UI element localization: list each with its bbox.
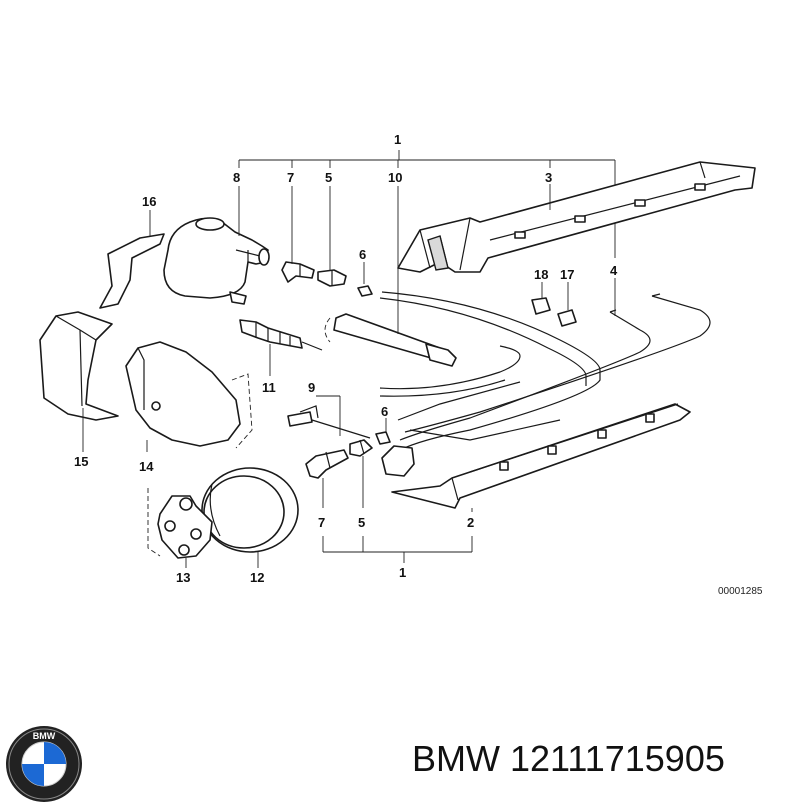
callout-18: 18 (534, 267, 548, 282)
part-number-label: BMW 12111715905 (412, 738, 725, 779)
part-7-bottom-connector (305, 449, 349, 479)
bmw-logo-icon: BMW (6, 726, 82, 802)
part-5-bottom-suppressor (349, 439, 373, 457)
part-13-rotor (157, 495, 213, 559)
part-3-wire-cover (397, 161, 756, 273)
part-18-grommet (531, 297, 551, 315)
callout-1-bottom: 1 (399, 565, 406, 580)
part-11-spark-plug (239, 319, 323, 351)
part-8-distributor-cap (163, 217, 270, 305)
part-17-grommet (557, 309, 577, 327)
part-16-bracket (99, 233, 165, 309)
drawing-code: 00001285 (718, 586, 763, 597)
callout-12: 12 (250, 570, 264, 585)
callout-3: 3 (545, 170, 552, 185)
callout-11: 11 (262, 380, 276, 395)
callout-17: 17 (560, 267, 574, 282)
part-4-ignition-leads (379, 291, 711, 451)
callout-14: 14 (139, 459, 154, 474)
callout-8: 8 (233, 170, 240, 185)
part-6-top-sleeve (357, 285, 373, 297)
callout-1-top: 1 (394, 132, 401, 147)
callout-16: 16 (142, 194, 156, 209)
callout-7-top: 7 (287, 170, 294, 185)
callout-13: 13 (176, 570, 190, 585)
callout-6-top: 6 (359, 247, 366, 262)
part-5-top-suppressor (317, 269, 347, 287)
part-6-bottom-sleeve (375, 431, 391, 445)
callout-2: 2 (467, 515, 474, 530)
callout-7-bottom: 7 (318, 515, 325, 530)
callout-5-top: 5 (325, 170, 332, 185)
callout-4: 4 (610, 263, 618, 278)
part-15-shield (39, 311, 119, 421)
part-2-lower-trough (391, 403, 691, 509)
part-14-housing-cover (125, 341, 241, 447)
part-12-drum (201, 467, 299, 553)
callout-5-bottom: 5 (358, 515, 365, 530)
callout-6-bottom: 6 (381, 404, 388, 419)
callout-15: 15 (74, 454, 88, 469)
part-10-ht-lead (324, 313, 457, 367)
part-7-top-connector (281, 261, 315, 283)
callout-9: 9 (308, 380, 315, 395)
bracket-bottom-1 (322, 536, 473, 563)
callout-10: 10 (388, 170, 402, 185)
logo-lettering: BMW (33, 731, 56, 741)
part-elbow-boot (381, 445, 415, 477)
part-9-clip (287, 405, 371, 439)
